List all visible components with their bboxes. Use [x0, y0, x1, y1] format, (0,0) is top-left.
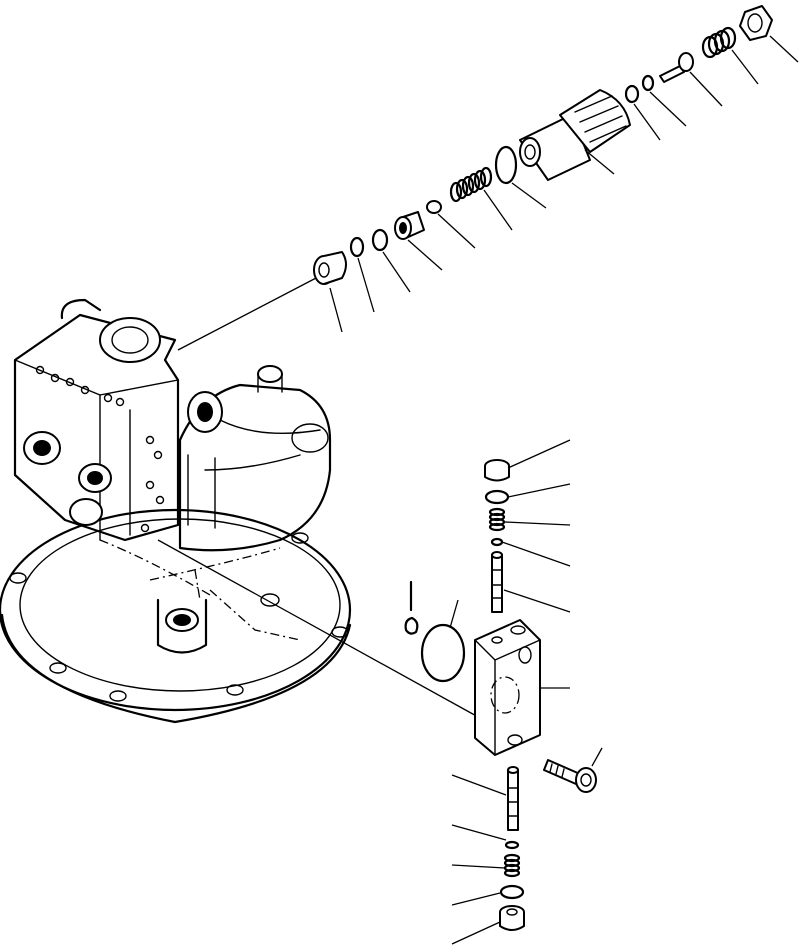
spool-upper [491, 551, 503, 613]
retainer-clip [404, 580, 419, 635]
sleeve [394, 211, 425, 240]
o-ring-lower-2 [499, 884, 525, 900]
plug-bottom [499, 905, 525, 931]
o-ring-large [494, 145, 518, 185]
flange-bolt-holes [9, 532, 349, 702]
seat-ring [426, 200, 442, 214]
lower-callout-leaders [449, 439, 603, 945]
plug-top [484, 459, 510, 482]
assembly-line-lower [157, 539, 481, 719]
seat-lower-1 [490, 537, 504, 547]
motor-housing [0, 365, 352, 724]
seat-lower-2 [504, 840, 520, 850]
bolt [543, 759, 597, 793]
center-port [156, 593, 280, 654]
assembly-line-upper [177, 276, 319, 351]
spring-upper [449, 166, 493, 203]
upper-relief-valve-parts [313, 5, 773, 285]
valve-body [519, 89, 631, 181]
upper-callout-leaders [329, 35, 799, 333]
adjust-spring [701, 26, 737, 59]
spring-lower-bottom [503, 853, 521, 878]
o-ring-tiny [641, 74, 655, 92]
valve-block [474, 619, 541, 756]
backup-ring [624, 84, 640, 104]
adjust-screw [659, 52, 694, 83]
lock-nut [739, 5, 773, 41]
o-ring-block [420, 623, 466, 683]
plug-fitting [313, 251, 347, 285]
o-ring-small-1 [349, 236, 365, 258]
spring-lower-top [488, 507, 506, 532]
housing-valve-block [13, 298, 180, 542]
lower-valve-assembly [404, 459, 597, 931]
block-face-holes [35, 365, 165, 533]
o-ring-lower-1 [484, 489, 510, 505]
spool-lower [507, 766, 519, 831]
o-ring-small-2 [371, 228, 389, 252]
